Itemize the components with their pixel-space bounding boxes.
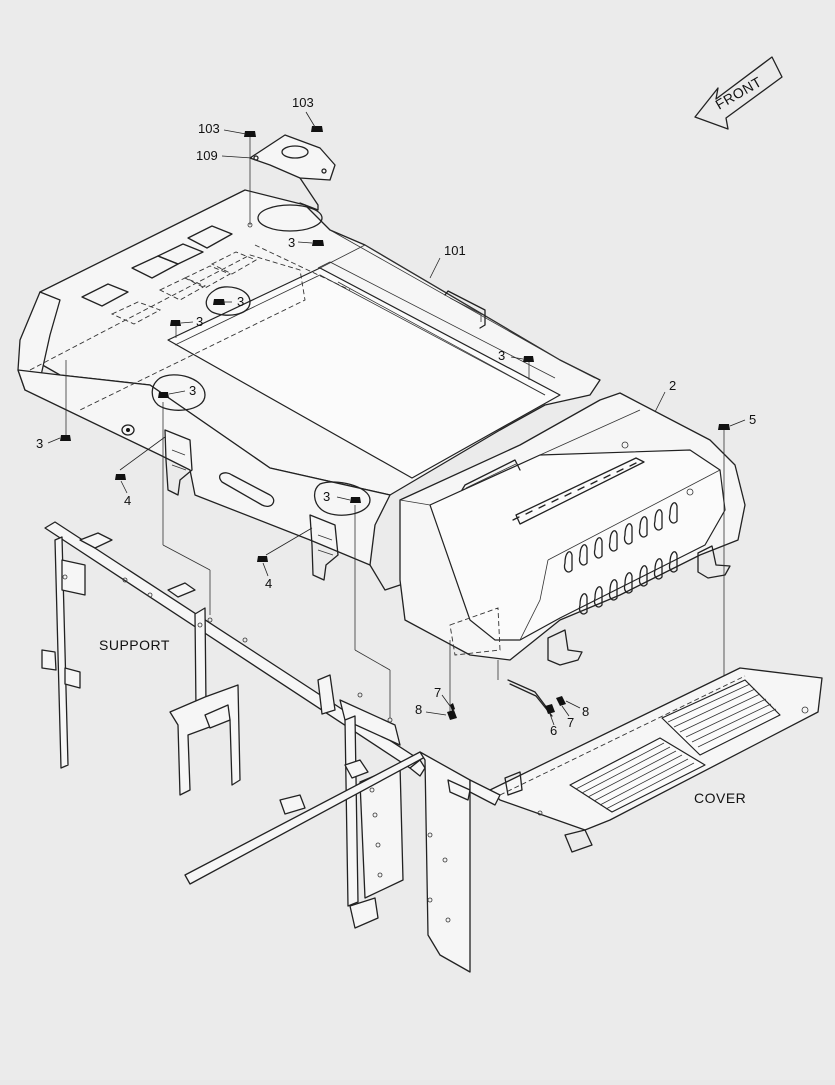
alignment-lines — [162, 402, 499, 718]
label-3-left: 3 — [196, 314, 203, 329]
label-7-left: 7 — [434, 685, 441, 700]
label-3-bubble-3: 3 — [323, 489, 330, 504]
label-4-mid: 4 — [265, 576, 272, 591]
bolts-3 — [60, 240, 534, 562]
cover-label: COVER — [694, 790, 746, 806]
label-101: 101 — [444, 243, 466, 258]
bolt-103-right — [311, 126, 323, 132]
cover-grille-lines — [575, 683, 777, 810]
label-3-top: 3 — [288, 235, 295, 250]
side-hood-2 — [399, 392, 746, 666]
label-3-right: 3 — [498, 348, 505, 363]
front-label: FRONT — [713, 73, 765, 112]
label-2: 2 — [669, 378, 676, 393]
support-label: SUPPORT — [99, 637, 170, 653]
part-labels: 103 103 109 101 2 5 3 3 3 3 3 3 3 4 4 7 … — [36, 95, 756, 806]
label-6: 6 — [550, 723, 557, 738]
label-103-left: 103 — [198, 121, 220, 136]
front-direction-arrow: FRONT — [694, 56, 783, 130]
label-8-left: 8 — [415, 702, 422, 717]
label-5: 5 — [749, 412, 756, 427]
label-109: 109 — [196, 148, 218, 163]
support-frame — [41, 521, 501, 973]
callout-bubbles — [151, 286, 371, 516]
leader-lines — [47, 111, 746, 726]
label-103-upper: 103 — [292, 95, 314, 110]
label-7-right: 7 — [567, 715, 574, 730]
label-3-far-left: 3 — [36, 436, 43, 451]
vent-slots-upper — [512, 457, 645, 525]
vent-slots-lower — [578, 551, 678, 615]
bolt-103-left — [244, 131, 256, 228]
main-hood-assembly — [17, 189, 601, 591]
bottom-cover-plate — [489, 667, 823, 853]
label-8-right: 8 — [582, 704, 589, 719]
label-4-left: 4 — [124, 493, 131, 508]
bracket-109 — [249, 134, 336, 211]
label-3-bubble-2: 3 — [189, 383, 196, 398]
label-3-bubble-1: 3 — [237, 294, 244, 309]
vent-slots-middle — [563, 502, 678, 573]
latch-rod-assembly — [447, 679, 566, 720]
